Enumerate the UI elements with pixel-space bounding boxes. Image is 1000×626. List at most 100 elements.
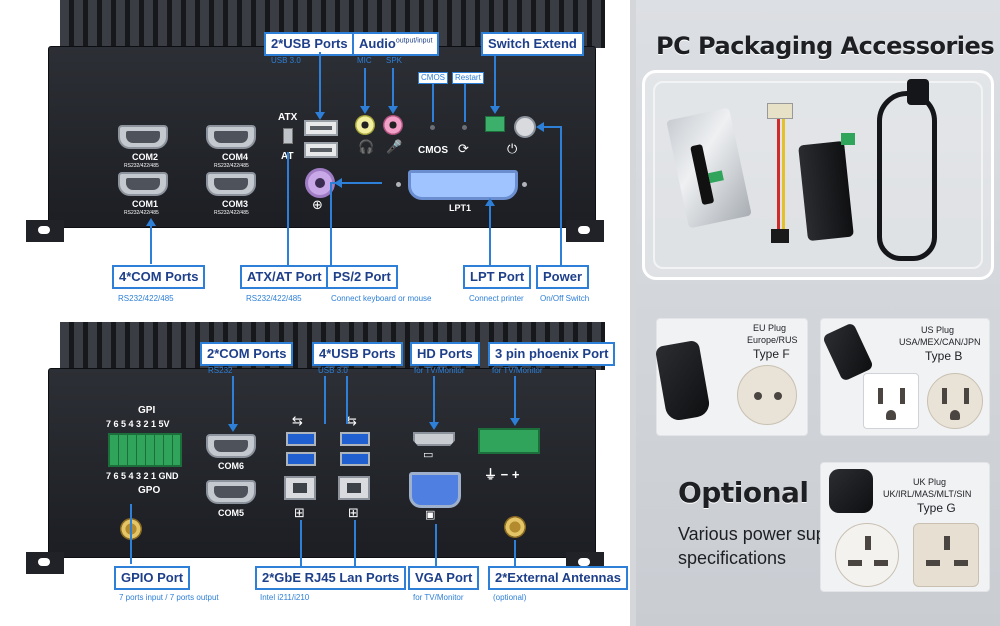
optional-title: Optional: [678, 476, 809, 509]
lpt-connector-line: [489, 204, 491, 265]
uk-round-neutral: [874, 560, 888, 566]
green-connector-image: [708, 170, 724, 184]
audio-callout-sup: output/input: [395, 37, 433, 45]
vga-callout-sub: for TV/Monitor: [413, 593, 464, 602]
hdmi-icon: ▭: [423, 449, 434, 461]
com-connector-line: [150, 224, 152, 264]
power-icon: ⏻: [507, 141, 518, 156]
antenna-callout-title: 2*External Antennas: [495, 570, 621, 585]
packaging-case: [642, 70, 994, 280]
lpt-port-callout: LPT Port: [463, 265, 532, 290]
eu-plug-region: EU Plug: [753, 323, 787, 333]
sata-cable-wire-yellow: [782, 119, 785, 229]
bottom-usb-port-3: [340, 432, 370, 446]
lan-port-1: [284, 476, 316, 500]
eu-socket-hole-left: [754, 392, 762, 400]
com2-port: [118, 125, 168, 149]
bottom-usb-port-2: [286, 452, 316, 466]
switch-extend-callout: Switch Extend: [481, 32, 584, 57]
gpi-label: GPI: [138, 405, 156, 416]
us-round-ground: [950, 410, 960, 420]
lan-ports-callout-title: 2*GbE RJ45 Lan Ports: [262, 570, 400, 585]
bottom-com-line: [232, 376, 234, 426]
spk-callout-label: SPK: [386, 56, 403, 65]
bottom-mount-left: [26, 552, 64, 574]
switch-extend-callout-title: Switch Extend: [488, 36, 577, 51]
microphone-icon: 🎤: [386, 139, 403, 154]
mic-callout-label: MIC: [357, 56, 372, 65]
ps2-port-callout-sub: Connect keyboard or mouse: [331, 294, 432, 303]
hdmi-port: [413, 432, 455, 446]
hd-ports-callout-sub: for TV/Monitor: [414, 366, 465, 375]
vga-callout: VGA Port: [408, 566, 480, 591]
us-square-ground: [886, 410, 896, 420]
uk-round-earth: [865, 536, 871, 550]
bottom-usb-port-1: [286, 432, 316, 446]
spk-connector-line: [392, 68, 394, 108]
com-ports-callout-sub: RS232/422/485: [118, 294, 174, 303]
eu-plug-panel: EU Plug Europe/RUS Type F: [654, 318, 808, 436]
gpo-pins-label: 7 6 5 4 3 2 1 GND: [106, 471, 179, 481]
top-mount-right: [566, 220, 604, 242]
com-ports-callout-title: 4*COM Ports: [119, 269, 199, 284]
vga-callout-title: VGA Port: [415, 570, 473, 585]
restart-icon: ⟳: [458, 141, 469, 156]
lan-line-2: [354, 520, 356, 566]
com-arrow: [146, 218, 156, 226]
ps2-port-callout-title: PS/2 Port: [333, 269, 391, 284]
bottom-com-callout: 2*COM Ports: [200, 342, 294, 367]
com4-port: [206, 125, 256, 149]
product-ports-diagram: COM2 RS232/422/485 COM4 RS232/422/485 CO…: [26, 0, 628, 602]
bottom-usb-callout: 4*USB Ports: [312, 342, 403, 367]
antenna-callout: 2*External Antennas: [488, 566, 628, 591]
switch-extend-terminal: [485, 116, 505, 132]
ps2-port-callout: PS/2 Port: [326, 265, 398, 290]
phoenix-callout-sub: for TV/Monitor: [492, 366, 543, 375]
com2-label: COM2: [132, 152, 159, 162]
us-plug-countries: USA/MEX/CAN/JPN: [899, 337, 981, 347]
hd-ports-callout: HD Ports: [410, 342, 480, 367]
bottom-com-callout-title: 2*COM Ports: [207, 346, 287, 361]
us-plug-panel: US Plug USA/MEX/CAN/JPN Type B: [820, 318, 990, 436]
com1-port: [118, 172, 168, 196]
lan-line-1: [300, 520, 302, 566]
vga-line: [435, 524, 437, 566]
com3-sublabel: RS232/422/485: [214, 210, 249, 216]
bottom-usb-line-2: [346, 376, 348, 424]
power-horizontal-line: [538, 126, 562, 128]
usb-ports-callout: 2*USB Ports: [264, 32, 355, 57]
power-callout-title: Power: [543, 269, 583, 284]
us-square-slot-left: [878, 388, 883, 404]
usb-ports-callout-sub: USB 3.0: [271, 56, 301, 65]
adapter-green-plug: [841, 133, 855, 145]
sata-cable-end: [771, 229, 789, 243]
cmos-callout: CMOS: [418, 72, 448, 84]
uk-plug-region: UK Plug: [913, 477, 947, 487]
power-cord-plug: [907, 79, 929, 105]
phoenix-callout-title: 3 pin phoenix Port: [495, 346, 609, 361]
lan-ports-callout-sub: Intel i211/i210: [260, 593, 310, 602]
phoenix-symbols: ⏚ − +: [484, 467, 520, 482]
top-usb-port-2: [304, 142, 338, 158]
vga-port: [409, 472, 461, 508]
accessories-title: PC Packaging Accessories: [656, 32, 995, 60]
phoenix-arrow: [510, 418, 520, 426]
power-callout-sub: On/Off Switch: [540, 294, 590, 303]
uk-round-live: [848, 560, 862, 566]
com5-port: [206, 480, 256, 504]
uk-plug-image: [829, 469, 873, 513]
com6-port: [206, 434, 256, 458]
uk-socket-round-image: [835, 523, 899, 587]
gpio-callout: GPIO Port: [114, 566, 191, 591]
phoenix-callout: 3 pin phoenix Port: [488, 342, 616, 367]
optional-desc-line1: Various power supply: [678, 524, 849, 544]
headphone-icon: 🎧: [358, 139, 375, 154]
ps2-horizontal-line: [330, 182, 382, 184]
power-cord-image: [877, 91, 937, 261]
atx-at-switch: [283, 128, 293, 144]
atx-label: ATX: [278, 112, 298, 123]
power-connector-line: [560, 127, 562, 265]
uk-square-neutral: [954, 560, 968, 566]
us-round-slot-right: [964, 388, 969, 404]
com4-sublabel: RS232/422/485: [214, 163, 249, 169]
